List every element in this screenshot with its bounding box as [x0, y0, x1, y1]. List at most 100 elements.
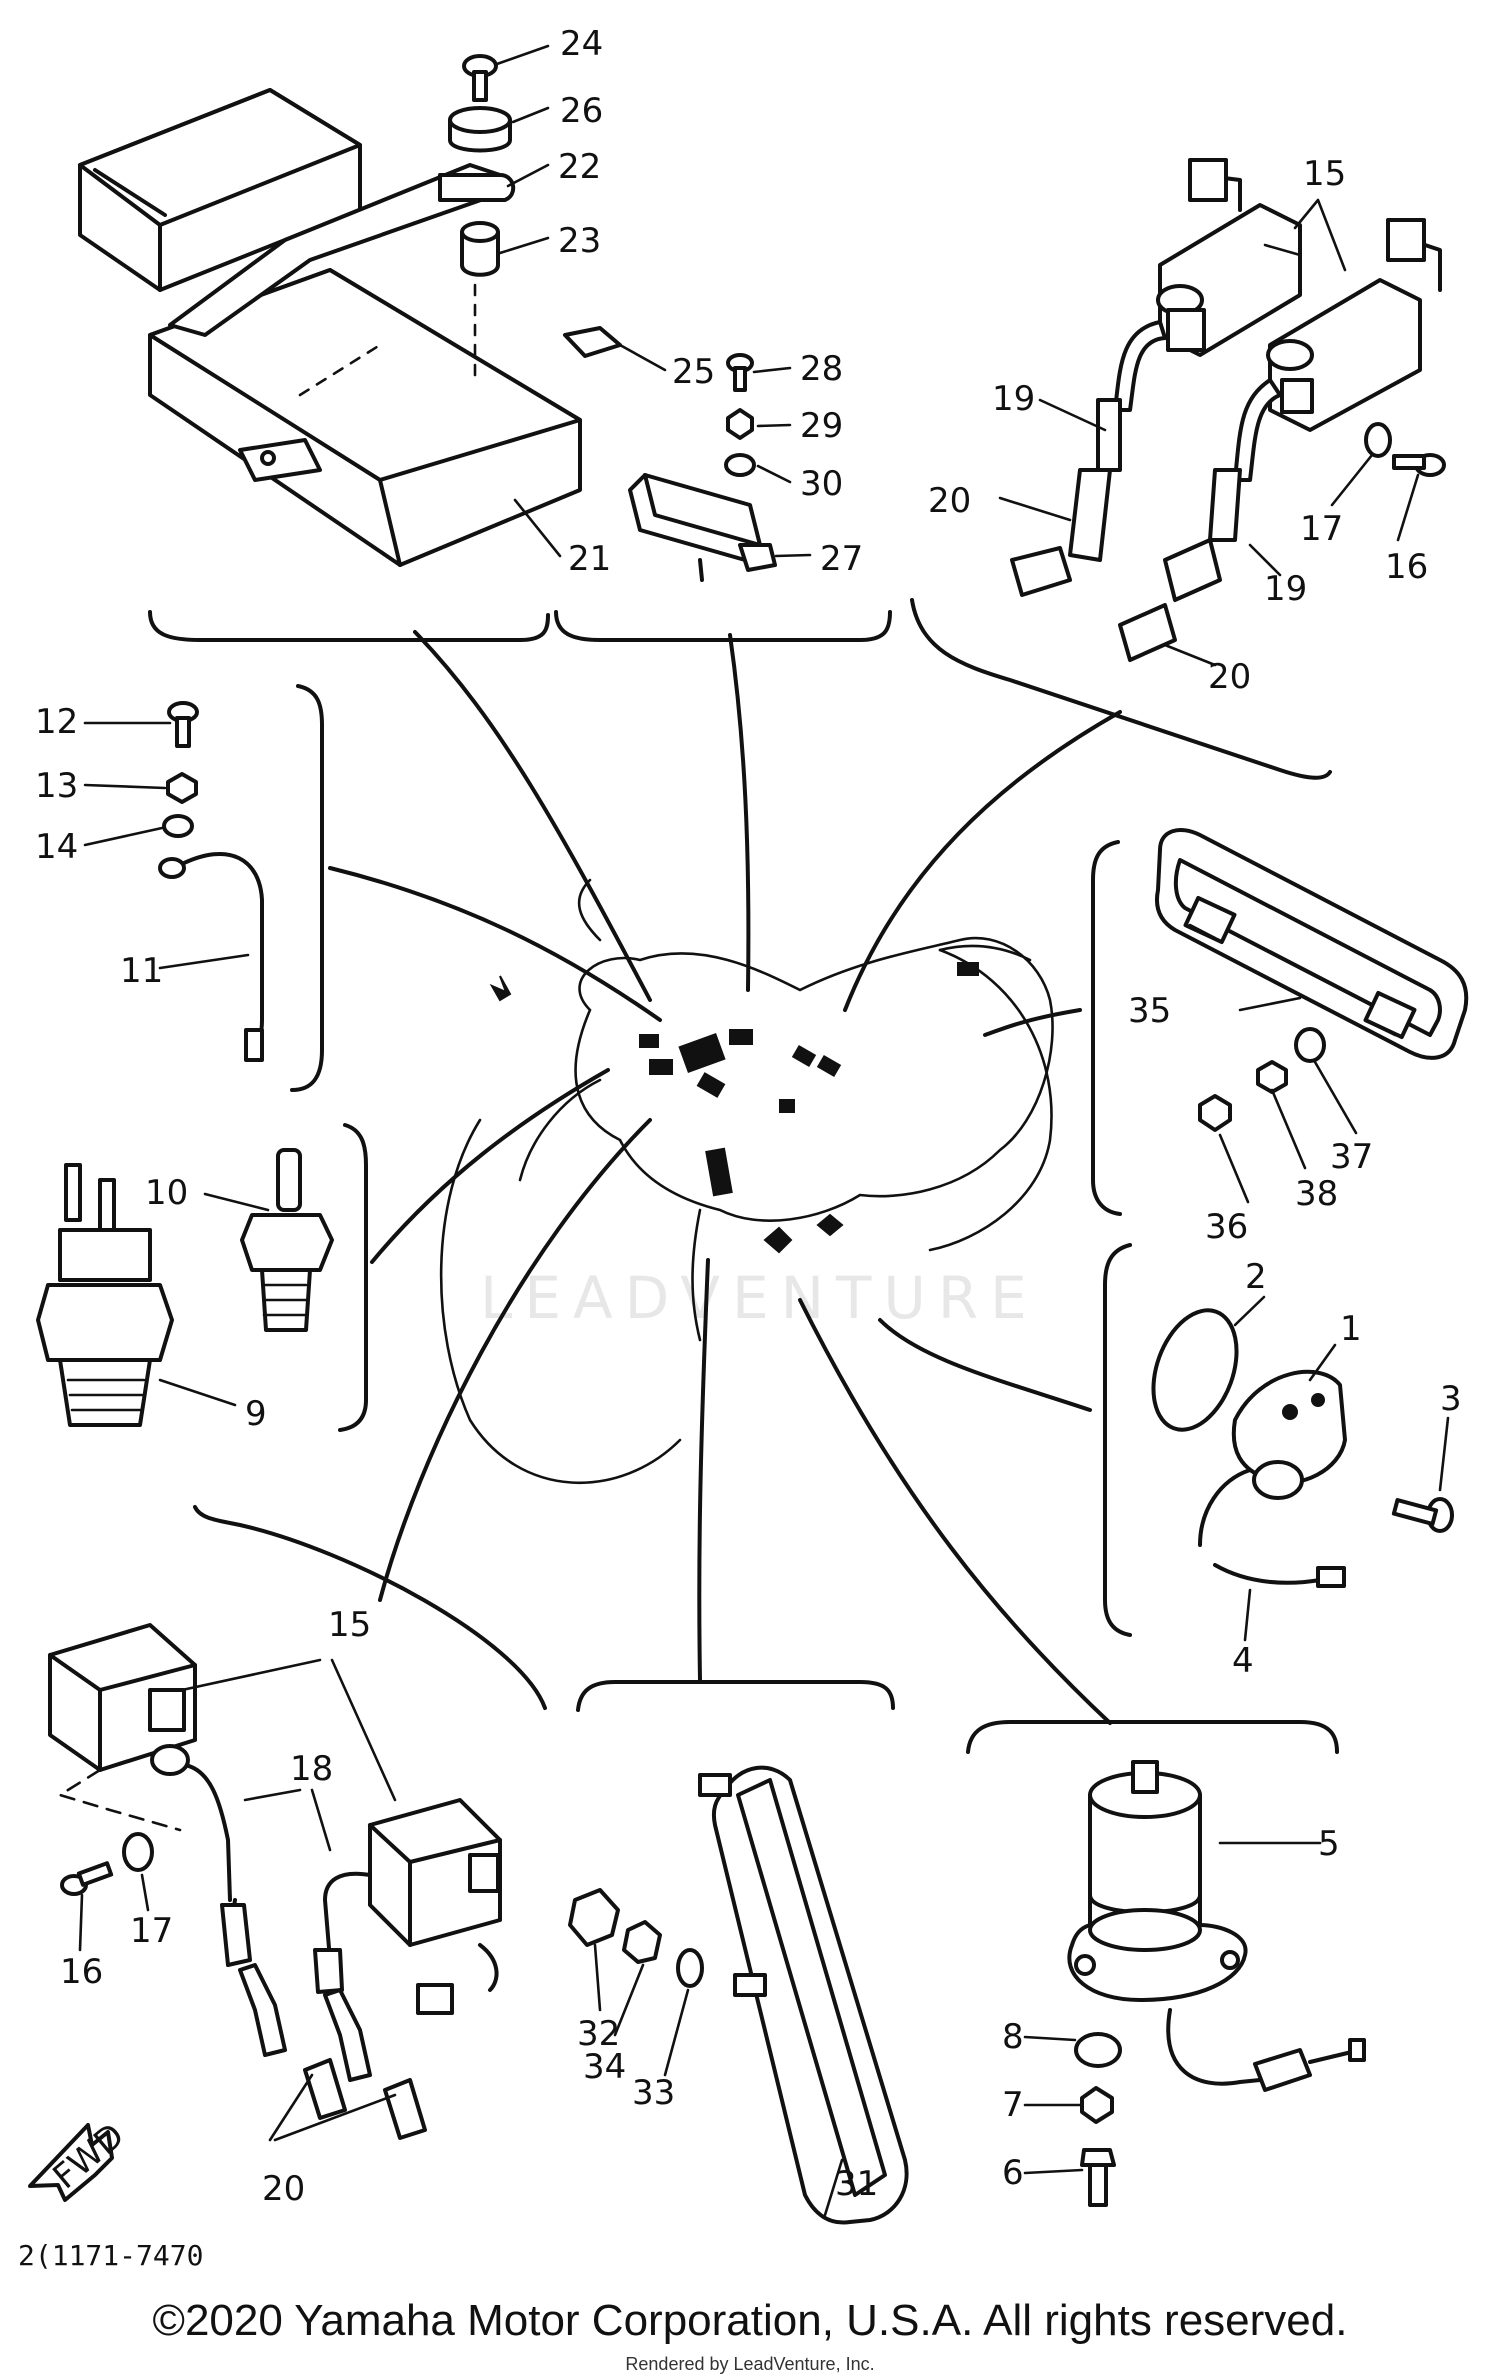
label-4: 4 [1232, 1641, 1254, 1681]
part-19-plug-cord-a [1096, 320, 1167, 472]
part-24-bolt [462, 54, 498, 102]
part-14-washer [162, 814, 194, 838]
part-16-screw-upper [1392, 453, 1446, 477]
label-31: 31 [835, 2164, 878, 2204]
part-36-nut [1198, 1094, 1232, 1132]
label-20-upper-b: 20 [1208, 657, 1251, 697]
label-34: 34 [583, 2047, 626, 2087]
label-17-lower: 17 [130, 1911, 173, 1951]
label-28: 28 [800, 349, 843, 389]
part-18-cords [220, 1871, 372, 1994]
part-17-washer-lower [122, 1832, 154, 1872]
label-33: 33 [632, 2073, 675, 2113]
label-19-upper-a: 19 [992, 379, 1035, 419]
part-20-plug-cap-b [1118, 538, 1222, 662]
label-19-upper-b: 19 [1264, 569, 1307, 609]
part-15-ignition-coil-rear [1156, 158, 1302, 357]
label-30: 30 [800, 464, 843, 504]
part-17-washer-upper [1364, 422, 1392, 458]
part-22-bracket [438, 173, 516, 202]
part-15-ignition-coil-front [1266, 218, 1442, 432]
part-27-relay [628, 473, 777, 582]
part-37-washer [1294, 1027, 1326, 1063]
part-7-nut [1080, 2086, 1114, 2124]
label-9: 9 [245, 1394, 267, 1434]
label-29: 29 [800, 406, 843, 446]
part-10-temp-sensor [240, 1148, 334, 1332]
vehicle-sketch [439, 878, 1054, 1485]
leader-lines [78, 44, 1450, 2217]
part-20-plug-cap-a [1010, 468, 1112, 597]
part-35-lamp-panel [1155, 828, 1469, 1060]
label-15-upper: 15 [1303, 154, 1346, 194]
part-26-grommet [448, 106, 512, 153]
label-1: 1 [1340, 1309, 1362, 1349]
ground-hint-line [56, 1768, 182, 1832]
watermark: LEADVENTURE [480, 1264, 1039, 1332]
part-20-plug-caps-lower [238, 1963, 427, 2140]
part-34-nut [622, 1920, 662, 1964]
part-6-bolt [1080, 2148, 1116, 2207]
part-28-bolt [726, 353, 754, 392]
label-23: 23 [558, 221, 601, 261]
label-37: 37 [1330, 1137, 1373, 1177]
copyright-notice: ©2020 Yamaha Motor Corporation, U.S.A. A… [152, 2296, 1348, 2345]
part-13-nut [166, 772, 198, 804]
label-32: 32 [577, 2014, 620, 2054]
drawing-code: 2(1171-7470 [18, 2239, 203, 2272]
label-27: 27 [820, 539, 863, 579]
label-38: 38 [1295, 1174, 1338, 1214]
part-15-ignition-coil-lower-b [368, 1798, 502, 2015]
label-13: 13 [35, 766, 78, 806]
part-21-ignitor-unit [78, 88, 582, 567]
rendered-by-note: Rendered by LeadVenture, Inc. [625, 2354, 875, 2374]
label-6: 6 [1002, 2153, 1024, 2193]
part-number-labels: 24 26 22 23 25 28 29 30 27 21 15 19 20 1… [35, 24, 1462, 2209]
part-5-pump [1067, 1760, 1366, 2092]
part-19-plug-cord-b [1208, 378, 1282, 542]
group-brackets [148, 598, 1339, 1754]
part-31-reflector [698, 1765, 909, 2225]
part-29-nut [726, 408, 754, 440]
label-3: 3 [1440, 1379, 1462, 1419]
part-23-collar [460, 221, 500, 277]
part-11-earth-lead [158, 852, 264, 1062]
fwd-arrow-icon: FWD [28, 2115, 132, 2202]
label-24: 24 [560, 24, 603, 64]
label-20-upper-a: 20 [928, 481, 971, 521]
part-9-switch [36, 1163, 174, 1427]
label-5: 5 [1318, 1824, 1340, 1864]
label-36: 36 [1205, 1207, 1248, 1247]
part-2-o-ring [1151, 1308, 1239, 1432]
label-11: 11 [120, 951, 163, 991]
label-16-upper: 16 [1385, 547, 1428, 587]
part-15-ignition-coil-lower-a [48, 1623, 232, 1902]
label-16-lower: 16 [60, 1952, 103, 1992]
part-12-bolt [167, 701, 199, 748]
part-16-screw-lower [60, 1861, 114, 1896]
part-8-grommet [1074, 2032, 1122, 2068]
label-35: 35 [1128, 991, 1171, 1031]
label-8: 8 [1002, 2017, 1024, 2057]
part-33-washer [676, 1948, 704, 1988]
label-14: 14 [35, 827, 78, 867]
label-2: 2 [1245, 1257, 1267, 1297]
label-25: 25 [672, 352, 715, 392]
label-22: 22 [558, 147, 601, 187]
label-21: 21 [568, 539, 611, 579]
label-10: 10 [145, 1173, 188, 1213]
part-38-nut [1256, 1060, 1288, 1094]
label-17-upper: 17 [1300, 509, 1343, 549]
label-18: 18 [290, 1749, 333, 1789]
label-26: 26 [560, 91, 603, 131]
connector-lines [328, 630, 1122, 1725]
label-15-lower: 15 [328, 1605, 371, 1645]
label-7: 7 [1002, 2085, 1024, 2125]
part-1-sensor [1198, 1369, 1347, 1547]
part-3-screw [1391, 1497, 1454, 1533]
part-25-clip [563, 326, 622, 358]
part-32-grommet [568, 1888, 620, 1947]
label-12: 12 [35, 702, 78, 742]
label-20-lower: 20 [262, 2169, 305, 2209]
